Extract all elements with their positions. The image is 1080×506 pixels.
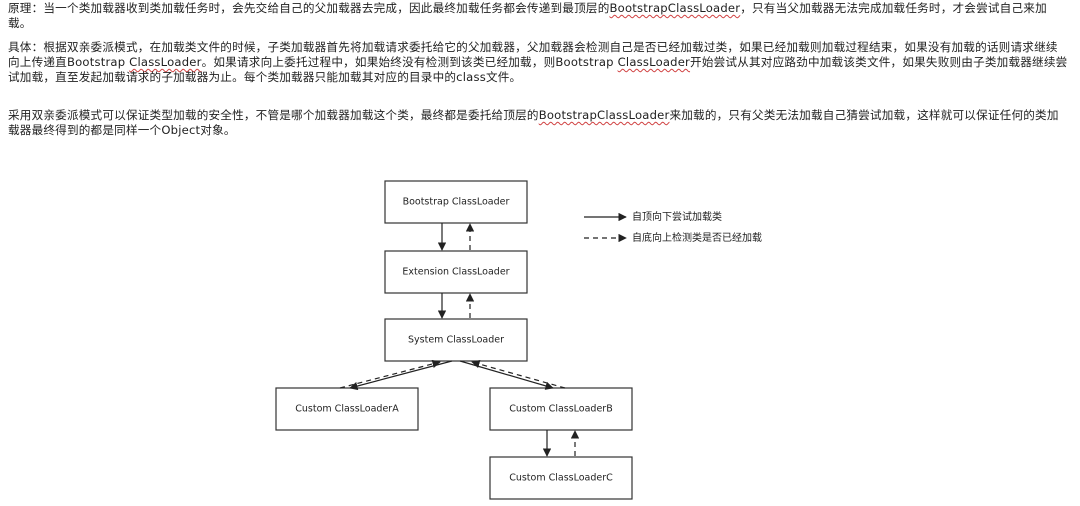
custom-classloader-b-node: Custom ClassLoaderB: [489, 387, 633, 431]
extension-classloader-node: Extension ClassLoader: [384, 250, 528, 294]
dashed-arrow-custom-b-to-system: [471, 359, 566, 389]
safety-text-after: 来加载的，只有父类无法加载自己猜尝试加载，这样就可以保证任何的类加载器最终得到的…: [8, 108, 1059, 137]
arrow-system-to-custom-b: [459, 360, 554, 390]
safety-paragraph: 采用双亲委派模式可以保证类型加载的安全性，不管是哪个加载器加载这个类，最终都是委…: [8, 108, 1068, 138]
detail-text-after: 开始尝试从其对应路劲中加载该类文件，如果失败则由子类加载器继续尝试加载，直至发起…: [8, 55, 1068, 84]
legend-dashed-label: 自底向上检测类是否已经加载: [632, 231, 762, 244]
principle-bootstrap-term: BootstrapClassLoader: [609, 1, 741, 15]
detail-text-before: 具体：根据双亲委派模式，在加载类文件的时候，子类加载器首先将加载请求委托给它的父…: [8, 40, 1058, 69]
diagram-legend: 自顶向下尝试加载类 自底向上检测类是否已经加载: [584, 210, 762, 244]
custom-classloader-b-label: Custom ClassLoaderB: [509, 404, 612, 415]
custom-classloader-c-label: Custom ClassLoaderC: [509, 473, 613, 484]
legend-solid-label: 自顶向下尝试加载类: [632, 210, 722, 223]
safety-text-before: 采用双亲委派模式可以保证类型加载的安全性，不管是哪个加载器加载这个类，最终都是委…: [8, 108, 539, 122]
principle-text-after: ，只有当父加载器无法完成加载任务时，才会尝试自己来加载。: [8, 1, 1047, 30]
detail-classloader-term-2: ClassLoader: [617, 55, 691, 69]
principle-text-before: 原理：当一个类加载器收到类加载任务时，会先交给自己的父加载器去完成，因此最终加载…: [8, 1, 610, 15]
bootstrap-classloader-node: Bootstrap ClassLoader: [384, 180, 528, 224]
system-classloader-label: System ClassLoader: [408, 335, 504, 346]
custom-classloader-a-label: Custom ClassLoaderA: [295, 404, 399, 415]
dashed-arrow-custom-a-to-system: [339, 359, 441, 389]
safety-bootstrap-term: BootstrapClassLoader: [538, 108, 670, 122]
custom-classloader-c-node: Custom ClassLoaderC: [489, 456, 633, 500]
extension-classloader-label: Extension ClassLoader: [402, 267, 509, 278]
bootstrap-classloader-label: Bootstrap ClassLoader: [403, 197, 510, 208]
principle-paragraph: 原理：当一个类加载器收到类加载任务时，会先交给自己的父加载器去完成，因此最终加载…: [8, 1, 1068, 31]
detail-classloader-term-1: ClassLoader: [129, 55, 202, 69]
custom-classloader-a-node: Custom ClassLoaderA: [275, 387, 419, 431]
arrow-system-to-custom-a: [349, 360, 453, 391]
system-classloader-node: System ClassLoader: [384, 318, 528, 362]
detail-paragraph: 具体：根据双亲委派模式，在加载类文件的时候，子类加载器首先将加载请求委托给它的父…: [8, 40, 1068, 85]
detail-text-middle: 。如果请求向上委托过程中，如果始终没有检测到该类已经加载，则Bootstrap: [201, 55, 618, 69]
